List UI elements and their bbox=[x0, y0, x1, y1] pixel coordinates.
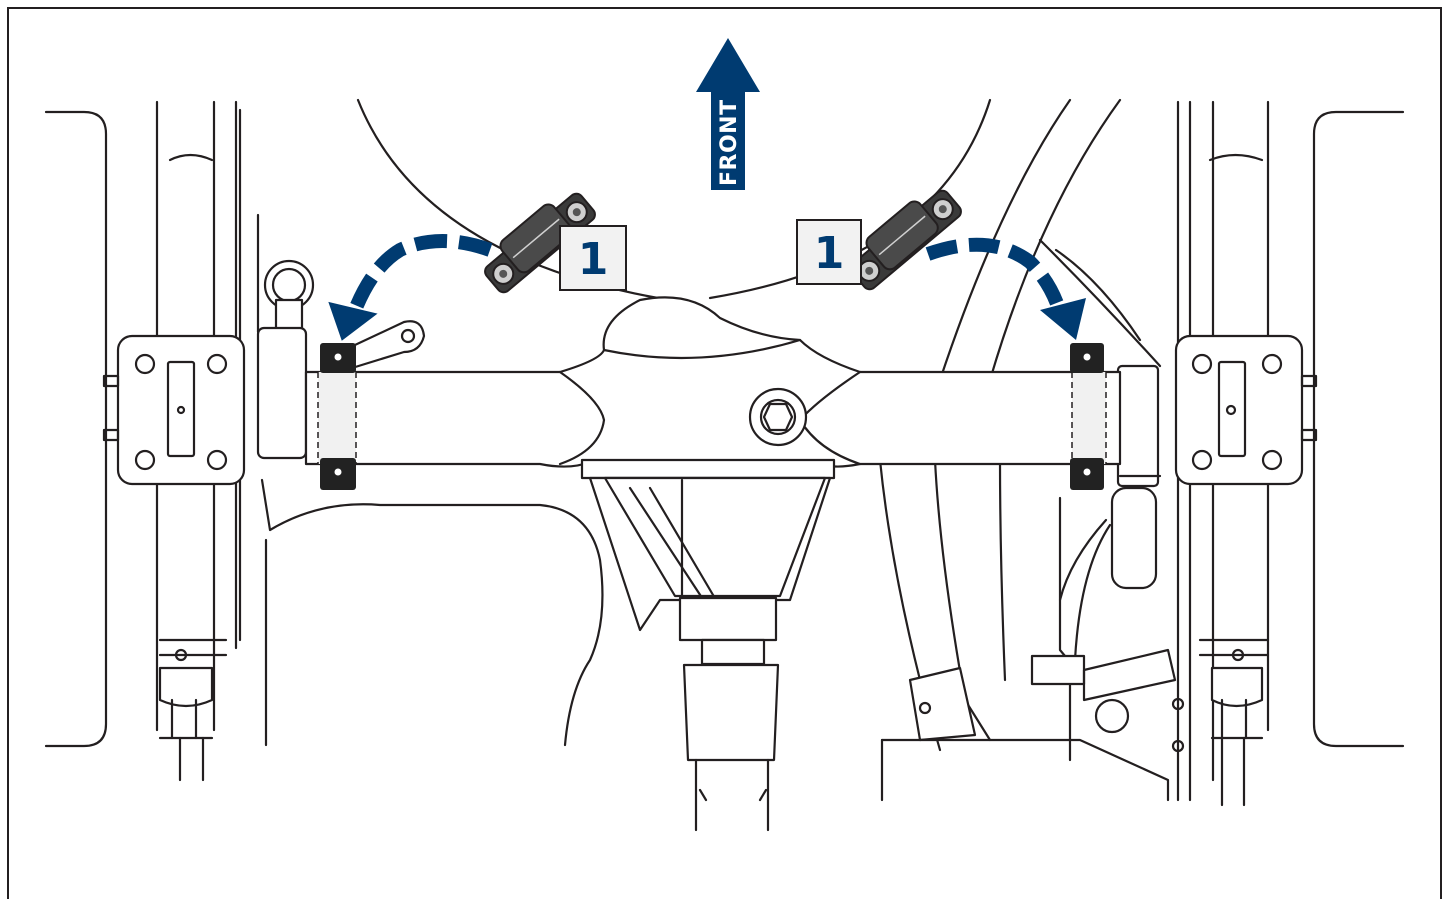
differential-carrier bbox=[580, 458, 836, 832]
pad-right-bottom bbox=[1070, 458, 1104, 490]
right-wheel-outline bbox=[1312, 110, 1405, 748]
front-label: FRONT bbox=[717, 99, 742, 186]
left-link-arm bbox=[338, 320, 426, 370]
right-lower-body bbox=[878, 458, 1185, 802]
curved-arrow-icon-right bbox=[925, 237, 1086, 340]
left-lower-body bbox=[260, 478, 604, 747]
callout-right: 1 bbox=[796, 219, 862, 285]
left-wheel-outline bbox=[44, 110, 108, 748]
clamp-bracket-icon bbox=[484, 192, 596, 294]
right-spring-plate bbox=[1174, 334, 1318, 486]
callout-right-label: 1 bbox=[814, 228, 845, 279]
front-arrow-icon: FRONT bbox=[696, 38, 760, 190]
right-shock-absorber bbox=[1110, 364, 1162, 590]
left-spring-plate bbox=[102, 334, 246, 486]
pad-left-top bbox=[320, 343, 356, 373]
left-shock-absorber bbox=[256, 213, 315, 460]
pad-left-bottom bbox=[320, 458, 356, 490]
curved-arrow-icon-left bbox=[328, 234, 493, 341]
callout-left: 1 bbox=[559, 225, 627, 291]
callout-left-label: 1 bbox=[578, 234, 609, 285]
figure-frame bbox=[7, 7, 1442, 899]
pad-right-top bbox=[1070, 343, 1104, 373]
clamp-bracket-icon bbox=[850, 189, 962, 291]
rear-axle-housing bbox=[304, 296, 1122, 468]
